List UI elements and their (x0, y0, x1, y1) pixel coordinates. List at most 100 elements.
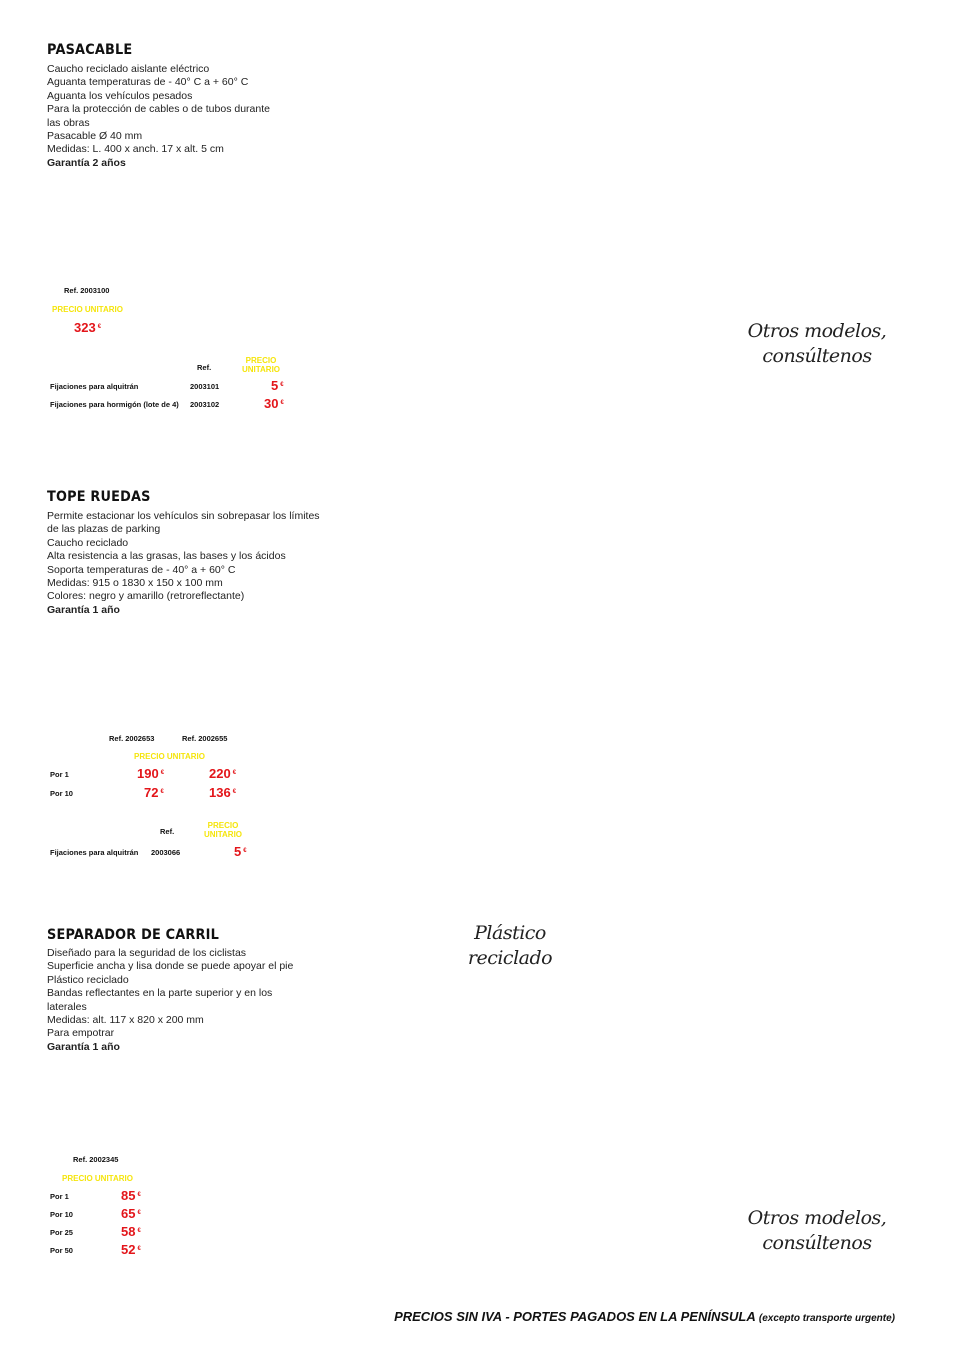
description-line: Aguanta los vehículos pesados (47, 89, 193, 102)
reference-label: Ref. 2003100 (64, 286, 110, 295)
description-line: Medidas: alt. 117 x 820 x 200 mm (47, 1014, 204, 1027)
other-models-note: Otros modelos, consúltenos (732, 319, 902, 369)
price-value: 52 (121, 1242, 136, 1257)
accessory-price: 5€ (234, 844, 247, 859)
price-value: 323 (74, 320, 96, 335)
accessory-ref-header: Ref. (160, 827, 175, 836)
note-line: consúltenos (762, 345, 872, 367)
accessory-price-header: PRECIO UNITARIO (240, 356, 282, 374)
quantity-label: Por 1 (50, 1192, 69, 1201)
unit-price: 85€ (121, 1188, 141, 1203)
unit-price: 136€ (209, 785, 236, 800)
currency-symbol: € (243, 848, 247, 854)
unit-price-label: PRECIO UNITARIO (62, 1174, 133, 1183)
price-value: 5 (234, 844, 242, 859)
warranty-text: Garantía 2 años (47, 156, 126, 169)
product-description: Diseñado para la seguridad de los ciclis… (47, 947, 293, 1054)
description-line: Soporta temperaturas de - 40° a + 60° C (47, 563, 236, 576)
unit-price: 220€ (209, 766, 236, 781)
header-line: UNITARIO (203, 830, 243, 839)
note-line: Otros modelos, (747, 320, 887, 342)
header-line: PRECIO (245, 356, 277, 365)
currency-symbol: € (160, 789, 164, 795)
price-value: 65 (121, 1206, 136, 1221)
description-line: Alta resistencia a las grasas, las bases… (47, 550, 286, 563)
price-value: 30 (264, 396, 279, 411)
currency-symbol: € (97, 324, 102, 330)
price-value: 72 (144, 785, 159, 800)
unit-price-label: PRECIO UNITARIO (134, 752, 205, 761)
currency-symbol: € (232, 789, 237, 795)
price-value: 85 (121, 1188, 136, 1203)
header-line: PRECIO (207, 821, 239, 830)
description-line: Para empotrar (47, 1027, 115, 1040)
warranty-text: Garantía 1 año (47, 1040, 120, 1053)
other-models-note: Otros modelos, consúltenos (732, 1206, 902, 1256)
price-value: 220 (209, 766, 231, 781)
quantity-label: Por 25 (50, 1228, 73, 1237)
unit-price-label: PRECIO UNITARIO (52, 305, 123, 314)
footer-main-text: PRECIOS SIN IVA - PORTES PAGADOS EN LA P… (394, 1309, 756, 1324)
currency-symbol: € (137, 1246, 141, 1252)
description-line: Caucho reciclado aislante eléctrico (47, 63, 210, 75)
unit-price: 58€ (121, 1224, 141, 1239)
currency-symbol: € (280, 382, 284, 388)
unit-price: 65€ (121, 1206, 141, 1221)
quantity-label: Por 10 (50, 789, 73, 798)
reference-label: Ref. 2002345 (73, 1155, 119, 1164)
currency-symbol: € (137, 1228, 141, 1234)
unit-price: 190€ (137, 766, 164, 781)
currency-symbol: € (137, 1192, 141, 1198)
description-line: Aguanta temperaturas de - 40° C a + 60° … (47, 76, 249, 89)
description-line: Para la protección de cables o de tubos … (47, 103, 270, 116)
unit-price: 52€ (121, 1242, 141, 1257)
price-value: 58 (121, 1224, 136, 1239)
accessory-ref: 2003066 (151, 848, 181, 857)
unit-price: 323€ (74, 320, 101, 335)
description-line: Medidas: L. 400 x anch. 17 x alt. 5 cm (47, 143, 224, 156)
product-description: Caucho reciclado aislante eléctrico Agua… (47, 63, 270, 170)
accessory-ref: 2003102 (190, 400, 220, 409)
price-conditions-footer: PRECIOS SIN IVA - PORTES PAGADOS EN LA P… (394, 1309, 895, 1324)
price-value: 5 (271, 378, 279, 393)
material-note: Plástico reciclado (467, 922, 553, 969)
description-line: Caucho reciclado (47, 536, 129, 549)
reference-label: Ref. 2002655 (182, 734, 228, 743)
description-line: Colores: negro y amarillo (retroreflecta… (47, 590, 245, 603)
price-value: 190 (137, 766, 159, 781)
currency-symbol: € (232, 770, 237, 776)
note-line: Otros modelos, (747, 1207, 887, 1229)
description-line: Superficie ancha y lisa donde se puede a… (47, 960, 294, 973)
description-line: las obras (47, 116, 90, 129)
description-line: Pasacable Ø 40 mm (47, 130, 143, 143)
accessory-name: Fijaciones para alquitrán (50, 848, 139, 857)
accessory-name: Fijaciones para alquitrán (50, 382, 139, 391)
product-description: Permite estacionar los vehículos sin sob… (47, 510, 320, 617)
accessory-price-header: PRECIO UNITARIO (202, 821, 244, 839)
product-title: SEPARADOR DE CARRIL (47, 927, 219, 943)
description-line: laterales (47, 1000, 87, 1013)
header-line: UNITARIO (241, 365, 281, 374)
accessory-ref: 2003101 (190, 382, 220, 391)
description-line: Medidas: 915 o 1830 x 150 x 100 mm (47, 577, 223, 590)
unit-price: 72€ (144, 785, 164, 800)
description-line: de las plazas de parking (47, 523, 161, 536)
quantity-label: Por 50 (50, 1246, 73, 1255)
price-value: 136 (209, 785, 231, 800)
reference-label: Ref. 2002653 (109, 734, 155, 743)
currency-symbol: € (280, 400, 284, 406)
description-line: Bandas reflectantes en la parte superior… (47, 987, 273, 1000)
accessory-name: Fijaciones para hormigón (lote de 4) (50, 400, 179, 409)
note-line: consúltenos (762, 1232, 872, 1254)
accessory-ref-header: Ref. (197, 363, 212, 372)
product-title: TOPE RUEDAS (47, 489, 151, 505)
accessory-price: 5€ (271, 378, 284, 393)
product-title: PASACABLE (47, 42, 133, 58)
accessory-price: 30€ (264, 396, 284, 411)
warranty-text: Garantía 1 año (47, 603, 120, 616)
quantity-label: Por 1 (50, 770, 69, 779)
description-line: Diseñado para la seguridad de los ciclis… (47, 947, 247, 959)
description-line: Permite estacionar los vehículos sin sob… (47, 510, 320, 522)
currency-symbol: € (137, 1210, 141, 1216)
footer-sub-text: (excepto transporte urgente) (758, 1313, 895, 1324)
